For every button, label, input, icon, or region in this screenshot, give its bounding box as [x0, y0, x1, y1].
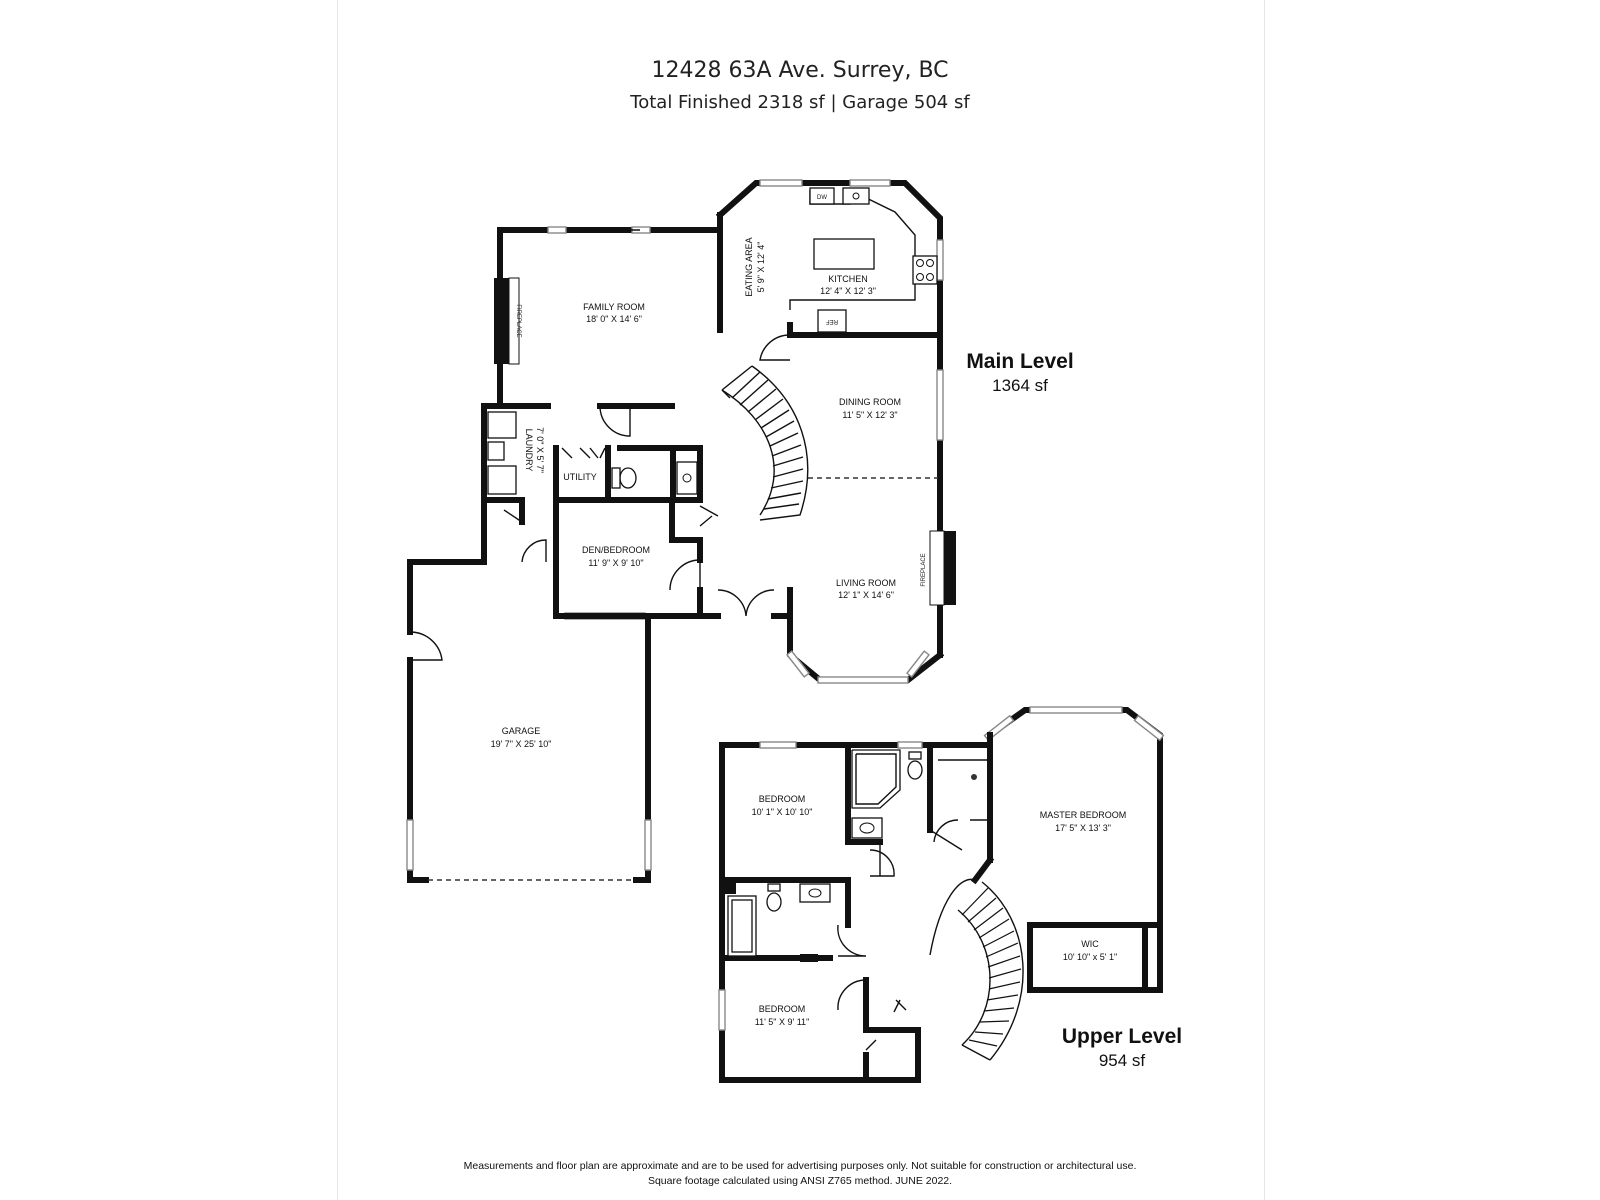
kitchen-island [813, 238, 875, 270]
upper-level-name: Upper Level [1061, 1025, 1183, 1048]
disclaimer-line-1: Measurements and floor plan are approxim… [463, 1160, 1137, 1172]
upper-room-labels: BEDROOM 10' 1" X 10' 10" BEDROOM 11' 5" … [752, 794, 1127, 1027]
fireplace-living-room [944, 531, 956, 605]
living-room-dims: 12' 1" X 14' 6" [838, 590, 894, 600]
laundry-dims: 7' 0" X 5' 7" [535, 427, 545, 473]
plan-sheet [337, 0, 1265, 1200]
family-room-dims: 18' 0" X 14' 6" [586, 314, 642, 324]
dining-room-name: DINING ROOM [839, 397, 901, 407]
ensuite-sink [851, 817, 883, 839]
den-bedroom-name: DEN/BEDROOM [582, 545, 650, 555]
garage-name: GARAGE [502, 726, 541, 736]
toilet-icon-ensuite [907, 760, 923, 780]
toilet-icon-upper [766, 892, 782, 912]
eating-area-name: EATING AREA [744, 237, 754, 296]
property-address: 12428 63A Ave. Surrey, BC [651, 58, 949, 83]
master-bedroom-dims: 17' 5" X 13' 3" [1055, 823, 1111, 833]
disclaimer-line-2: Square footage calculated using ANSI Z76… [647, 1175, 953, 1187]
main-level-area: 1364 sf [992, 376, 1048, 395]
corner-shower [851, 749, 901, 809]
refrigerator [817, 309, 847, 333]
staircase-upper [981, 881, 1024, 1061]
sink-icon [799, 883, 831, 903]
kitchen-sink [842, 187, 870, 205]
master-bedroom-name: MASTER BEDROOM [1040, 810, 1127, 820]
main-level-label: Main Level 1364 sf [960, 350, 1080, 396]
dishwasher [809, 187, 835, 205]
wic-name: WIC [1081, 939, 1099, 949]
kitchen-dims: 12' 4" X 12' 3" [820, 286, 876, 296]
den-bedroom-dims: 11' 9" X 9' 10" [588, 558, 643, 568]
fridge-label: REF [826, 318, 838, 324]
wic-dims: 10' 10" x 5' 1" [1063, 952, 1117, 962]
washer [487, 411, 517, 439]
upper-level-plan [718, 706, 1165, 1083]
laundry-sink [487, 441, 505, 461]
kitchen-name: KITCHEN [828, 274, 868, 284]
main-level-plan: FIREPLACE DW REF FIREPLACE [406, 179, 956, 883]
upper-level-label: Upper Level 954 sf [1052, 1025, 1192, 1071]
fireplace-label: FIREPLACE [515, 304, 521, 337]
main-level-name: Main Level [966, 350, 1074, 373]
living-room-name: LIVING ROOM [836, 578, 896, 588]
dishwasher-label: DW [817, 195, 827, 201]
disclaimer: Measurements and floor plan are approxim… [337, 1159, 1263, 1189]
bathroom-sink [676, 461, 698, 495]
stove-icon [912, 255, 938, 285]
bedroom-2-name: BEDROOM [759, 1004, 806, 1014]
bedroom-2-dims: 11' 5" X 9' 11" [755, 1017, 810, 1027]
fireplace-family-room [494, 278, 510, 364]
staircase-main [751, 365, 809, 521]
garage-dims: 19' 7" X 25' 10" [491, 739, 552, 749]
laundry-name: LAUNDRY [524, 429, 534, 472]
dryer [487, 465, 517, 495]
eating-area-dims: 5' 9" X 12' 4" [756, 242, 766, 293]
upper-level-area: 954 sf [1098, 1051, 1146, 1070]
utility-name: UTILITY [563, 472, 597, 482]
dining-room-dims: 11' 5" X 12' 3" [842, 410, 897, 420]
area-summary: Total Finished 2318 sf | Garage 504 sf [630, 92, 970, 113]
family-room-name: FAMILY ROOM [583, 302, 645, 312]
main-room-labels: FAMILY ROOM 18' 0" X 14' 6" EATING AREA … [491, 237, 901, 749]
toilet-icon [619, 467, 637, 489]
bedroom-1-name: BEDROOM [759, 794, 806, 804]
fireplace-label-living: FIREPLACE [921, 553, 927, 586]
bedroom-1-dims: 10' 1" X 10' 10" [752, 807, 813, 817]
